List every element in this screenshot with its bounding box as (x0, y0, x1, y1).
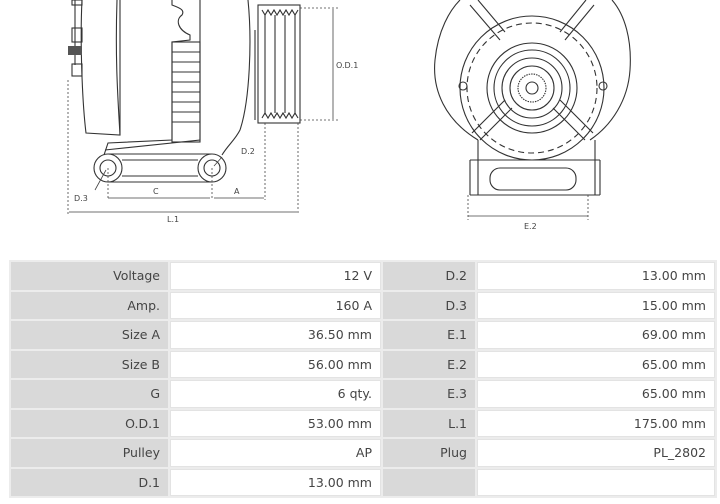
label-od1: O.D.1 (336, 61, 358, 70)
side-view: O.D.1 D.2 D.3 C A L.1 (67, 0, 358, 224)
spec-label: O.D.1 (11, 409, 168, 437)
spec-value: PL_2802 (477, 439, 715, 467)
spec-value: 12 V (170, 262, 381, 290)
spec-label: Pulley (11, 439, 168, 467)
spec-label: E.1 (383, 321, 475, 349)
spec-value: AP (170, 439, 381, 467)
label-l1: L.1 (167, 215, 179, 224)
spec-label: Plug (383, 439, 475, 467)
plug-connector (68, 46, 82, 55)
spec-label: G (11, 380, 168, 408)
spec-label: Amp. (11, 291, 168, 319)
spec-value: 13.00 mm (170, 468, 381, 496)
spec-label: D.3 (383, 291, 475, 319)
label-e2: E.2 (524, 222, 537, 231)
front-view: E.2 (434, 0, 631, 231)
spec-value: 175.00 mm (477, 409, 715, 437)
spec-value: 69.00 mm (477, 321, 715, 349)
label-c: C (153, 187, 159, 196)
spec-label: D.1 (11, 468, 168, 496)
spec-label: L.1 (383, 409, 475, 437)
spec-value: 13.00 mm (477, 262, 715, 290)
spec-value: 36.50 mm (170, 321, 381, 349)
spec-value: 15.00 mm (477, 291, 715, 319)
spec-label: Voltage (11, 262, 168, 290)
spec-value: 160 A (170, 291, 381, 319)
spec-value: 65.00 mm (477, 350, 715, 378)
spec-label: D.2 (383, 262, 475, 290)
alternator-drawing: O.D.1 D.2 D.3 C A L.1 E.2 (67, 0, 631, 231)
label-d3: D.3 (74, 194, 88, 203)
spec-label (383, 468, 475, 496)
spec-value (477, 468, 715, 496)
spec-value: 53.00 mm (170, 409, 381, 437)
label-a: A (234, 187, 240, 196)
label-d2: D.2 (241, 147, 255, 156)
spec-value: 6 qty. (170, 380, 381, 408)
spec-value: 56.00 mm (170, 350, 381, 378)
spec-value: 65.00 mm (477, 380, 715, 408)
spec-label: Size B (11, 350, 168, 378)
spec-label: Size A (11, 321, 168, 349)
spec-label: E.3 (383, 380, 475, 408)
spec-label: E.2 (383, 350, 475, 378)
